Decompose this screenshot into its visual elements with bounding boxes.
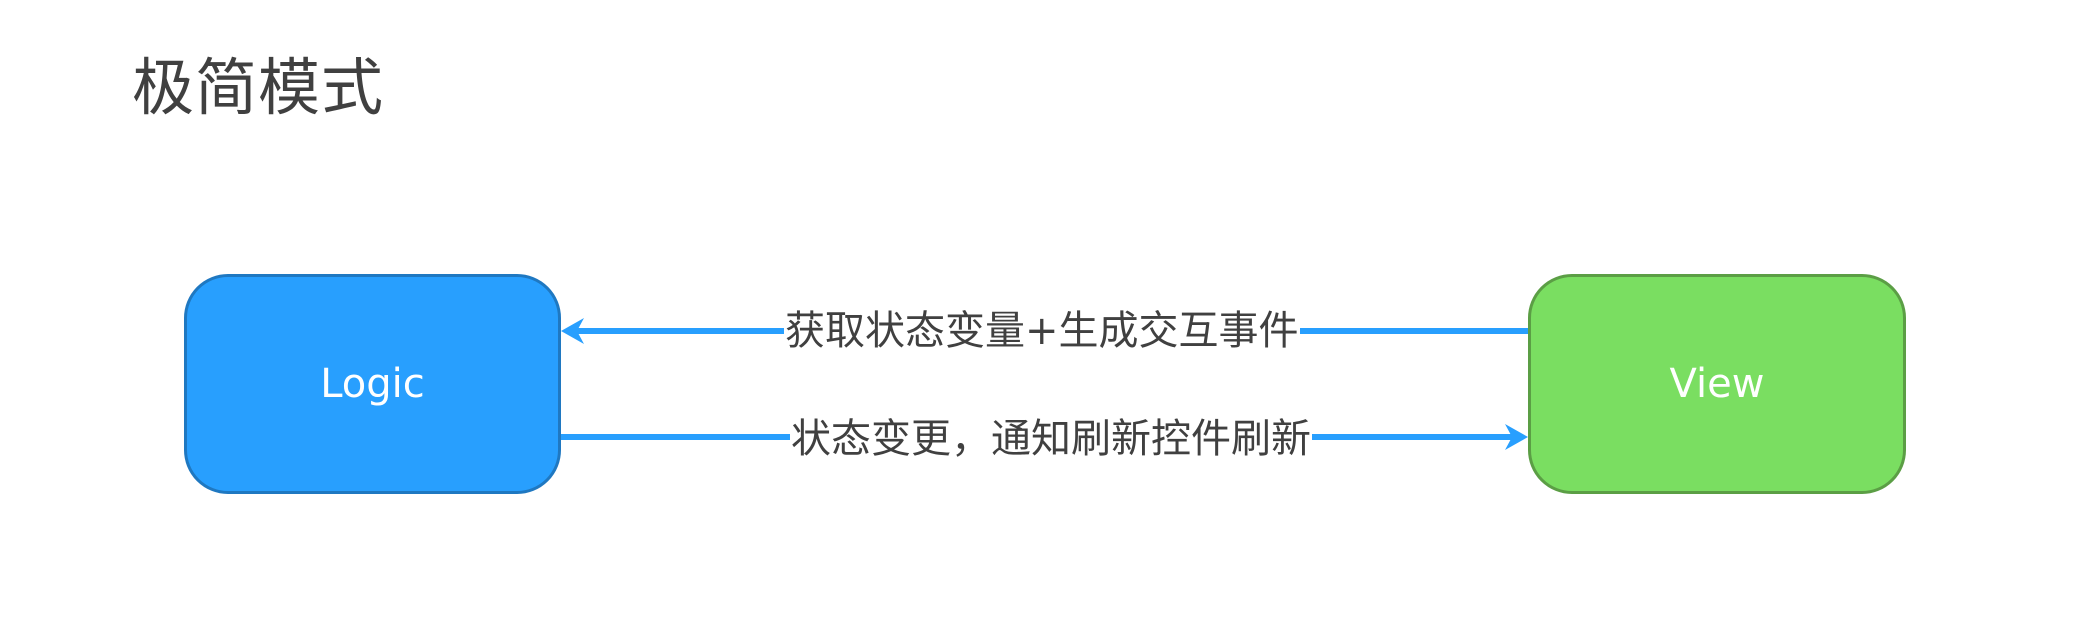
- diagram-title: 极简模式: [132, 51, 385, 124]
- logic-node: Logic: [184, 274, 561, 494]
- logic-node-label: Logic: [320, 361, 425, 407]
- edge-label-state-change: 状态变更，通知刷新控件刷新: [790, 415, 1312, 463]
- view-node: View: [1528, 274, 1906, 494]
- arrowhead-left-icon: [561, 318, 584, 344]
- arrowhead-right-icon: [1505, 424, 1528, 450]
- view-node-label: View: [1669, 361, 1765, 407]
- edge-label-get-state: 获取状态变量+生成交互事件: [784, 307, 1300, 355]
